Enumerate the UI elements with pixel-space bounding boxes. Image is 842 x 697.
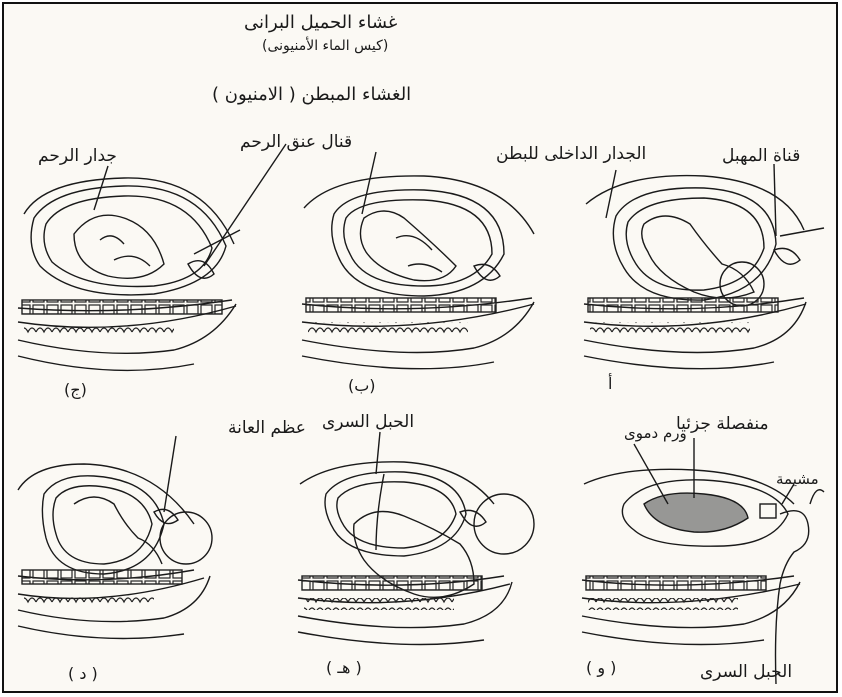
panel-b: [302, 152, 534, 369]
birth-stages-illustration: [4, 4, 838, 693]
panel-e: [298, 432, 534, 645]
panel-c: [18, 144, 286, 370]
panel-a: [584, 164, 824, 369]
panel-d: [18, 436, 212, 639]
panel-f: [582, 438, 824, 684]
